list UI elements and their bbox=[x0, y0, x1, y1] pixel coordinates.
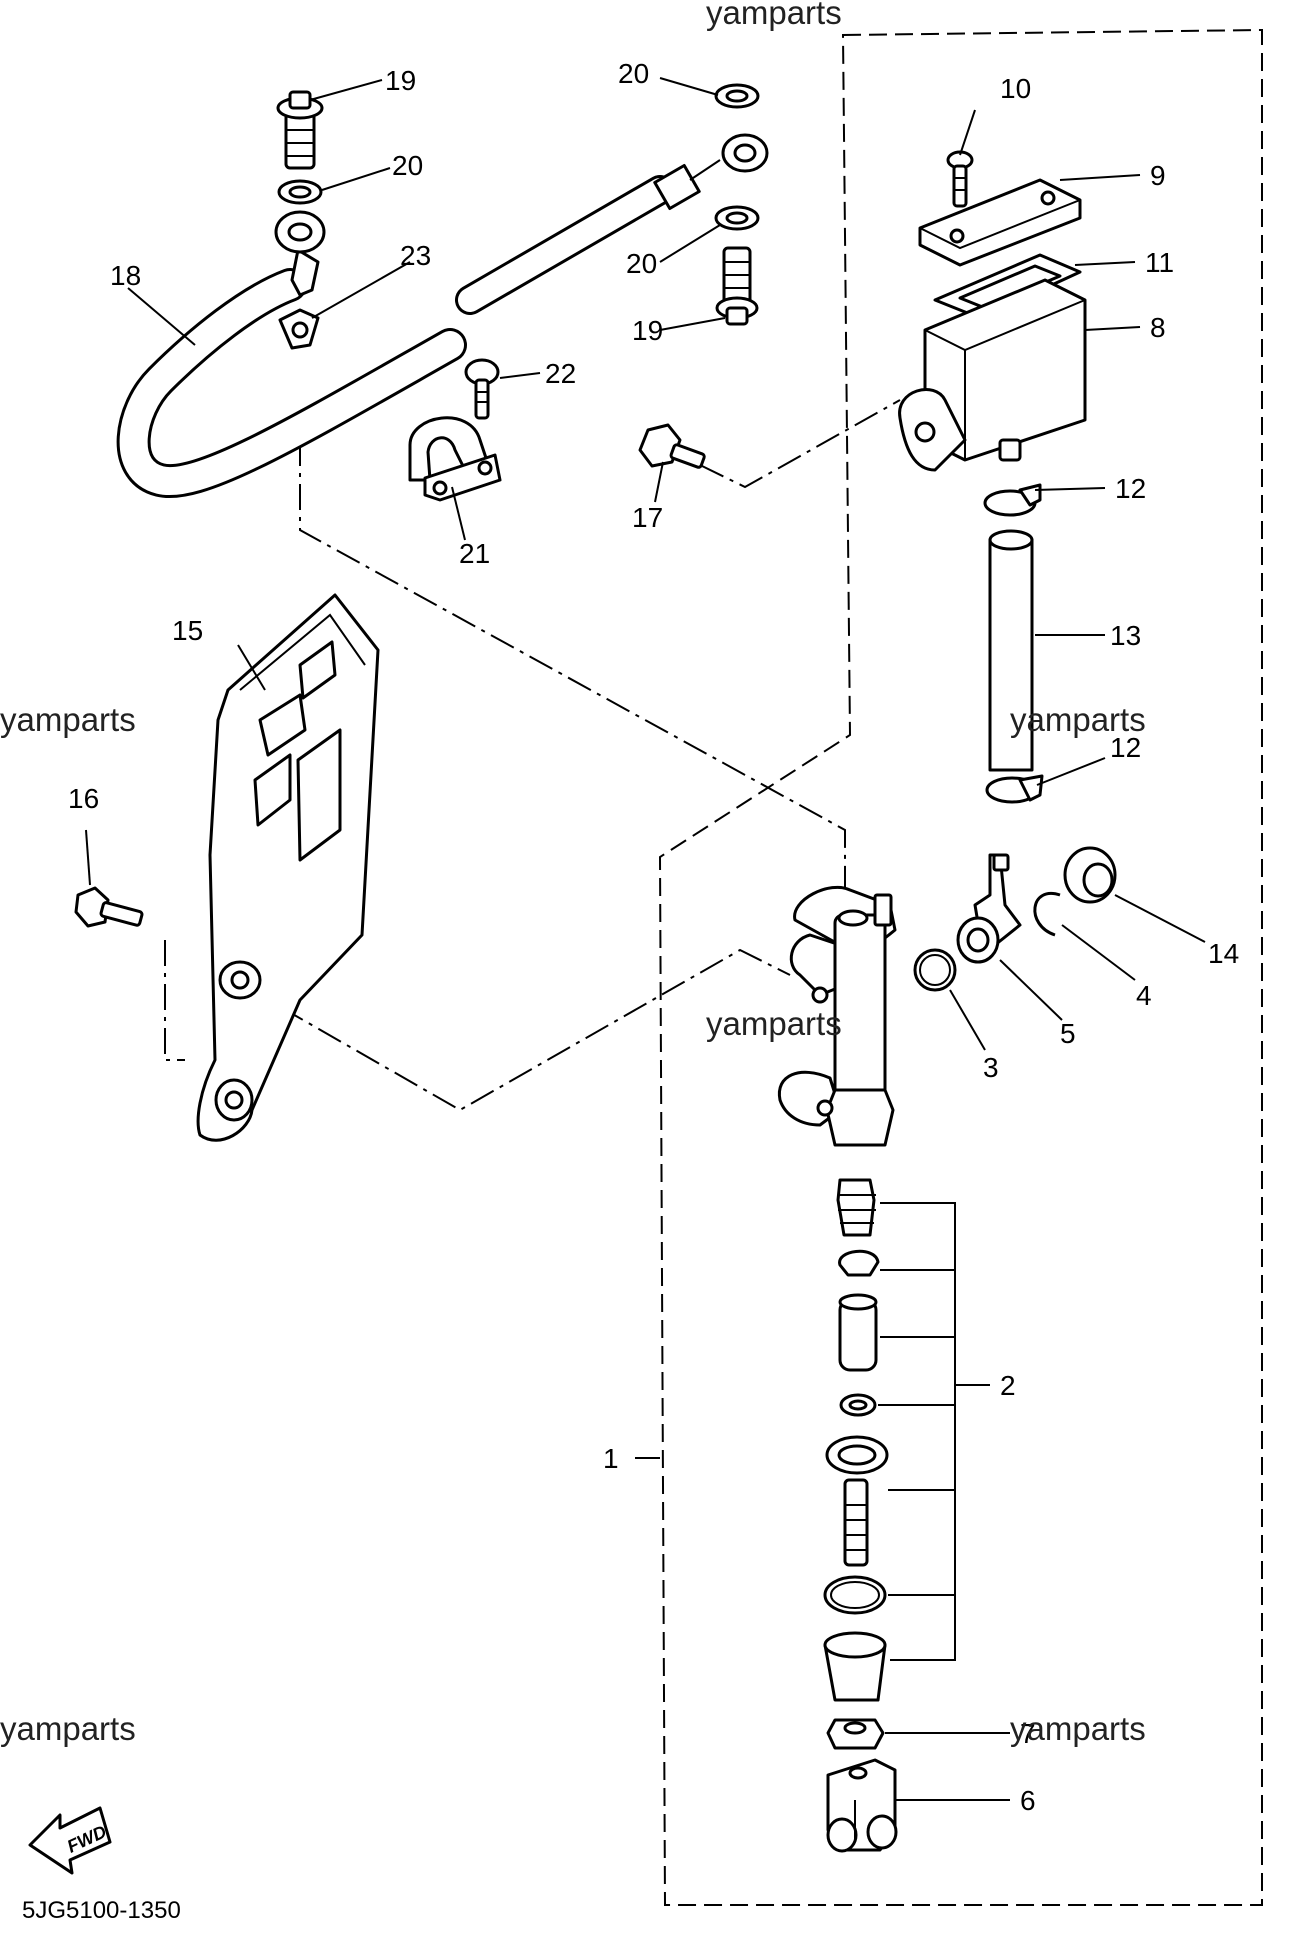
watermark-center: yamparts bbox=[706, 1005, 842, 1042]
bolt-17 bbox=[638, 423, 706, 469]
screw-22 bbox=[464, 358, 500, 420]
route-guard-to-body bbox=[241, 948, 791, 1112]
callout-5: 5 bbox=[1060, 1018, 1076, 1049]
locknut-7 bbox=[826, 1718, 885, 1750]
callout-6: 6 bbox=[1020, 1785, 1036, 1816]
callout-19b: 19 bbox=[632, 315, 663, 346]
screw-10 bbox=[946, 150, 974, 208]
copper-washer-20-top bbox=[714, 83, 760, 109]
union-bolt-19-left bbox=[276, 90, 324, 170]
callout-20c: 20 bbox=[626, 248, 657, 279]
clevis-6 bbox=[826, 1758, 898, 1853]
callout-10: 10 bbox=[1000, 73, 1031, 104]
callout-22: 22 bbox=[545, 358, 576, 389]
part-code: 5JG5100-1350 bbox=[22, 1897, 181, 1924]
watermark-top: yamparts bbox=[706, 0, 842, 31]
hose-clamp-12-top bbox=[983, 483, 1042, 517]
callout-3: 3 bbox=[983, 1052, 999, 1083]
assembly-boundary bbox=[658, 28, 1263, 1906]
circlip-4 bbox=[1033, 891, 1061, 937]
route-hose-to-body bbox=[299, 440, 846, 900]
hose-clip-23 bbox=[278, 308, 320, 350]
copper-washer-20-left bbox=[277, 179, 323, 205]
bracket-2 bbox=[878, 1202, 990, 1661]
bolt-16 bbox=[74, 886, 144, 928]
callout-16: 16 bbox=[68, 783, 99, 814]
master-cylinder-body bbox=[777, 885, 897, 1147]
callout-23: 23 bbox=[400, 240, 431, 271]
callout-4: 4 bbox=[1136, 980, 1152, 1011]
callout-11: 11 bbox=[1145, 247, 1174, 278]
callout-13: 13 bbox=[1110, 620, 1141, 651]
reservoir-cap-9 bbox=[918, 178, 1082, 267]
banjo-fitting-lower bbox=[274, 210, 326, 297]
callout-21: 21 bbox=[459, 538, 490, 569]
callout-20a: 20 bbox=[392, 150, 423, 181]
master-cylinder-reservoir-8 bbox=[898, 278, 1087, 472]
callout-2: 2 bbox=[1000, 1370, 1016, 1401]
callout-17: 17 bbox=[632, 502, 663, 533]
hose-holder-21 bbox=[408, 416, 502, 502]
spring-seat bbox=[838, 1249, 880, 1277]
callout-20b: 20 bbox=[618, 58, 649, 89]
brake-hose-18-straight bbox=[455, 133, 769, 315]
piston-kit-2 bbox=[823, 1178, 889, 1702]
callout-12a: 12 bbox=[1115, 473, 1146, 504]
callout-14: 14 bbox=[1208, 938, 1239, 969]
spring bbox=[836, 1178, 876, 1237]
heel-guard-15 bbox=[196, 593, 380, 1142]
reservoir-hose-13 bbox=[988, 529, 1034, 772]
union-bolt-19-right bbox=[715, 246, 759, 326]
leader-lines bbox=[85, 77, 1206, 1801]
hose-joint-5 bbox=[956, 853, 1022, 964]
watermark-left-mid: yamparts bbox=[0, 701, 136, 738]
callout-7: 7 bbox=[1020, 1718, 1036, 1749]
callout-8: 8 bbox=[1150, 312, 1166, 343]
route-bolt16-bracket bbox=[164, 940, 185, 1061]
callout-9: 9 bbox=[1150, 160, 1166, 191]
callout-15: 15 bbox=[172, 615, 203, 646]
watermark-right-bottom: yamparts bbox=[1010, 1710, 1146, 1747]
copper-washer-20-right bbox=[714, 205, 760, 231]
hose-clamp-12-bottom bbox=[985, 774, 1044, 804]
push-rod bbox=[843, 1478, 869, 1567]
callout-18: 18 bbox=[110, 260, 141, 291]
watermark-right-mid: yamparts bbox=[1010, 701, 1146, 738]
route-bolt-to-reservoir bbox=[699, 399, 901, 489]
o-ring-3 bbox=[913, 948, 957, 992]
dust-seal-14 bbox=[1063, 846, 1117, 904]
brake-hose-18-inner bbox=[119, 271, 464, 496]
watermark-left-bottom: yamparts bbox=[0, 1710, 136, 1747]
callout-19a: 19 bbox=[385, 65, 416, 96]
callout-12b: 12 bbox=[1110, 732, 1141, 763]
callout-1: 1 bbox=[603, 1443, 619, 1474]
forward-arrow-icon: FWD bbox=[28, 1806, 112, 1875]
